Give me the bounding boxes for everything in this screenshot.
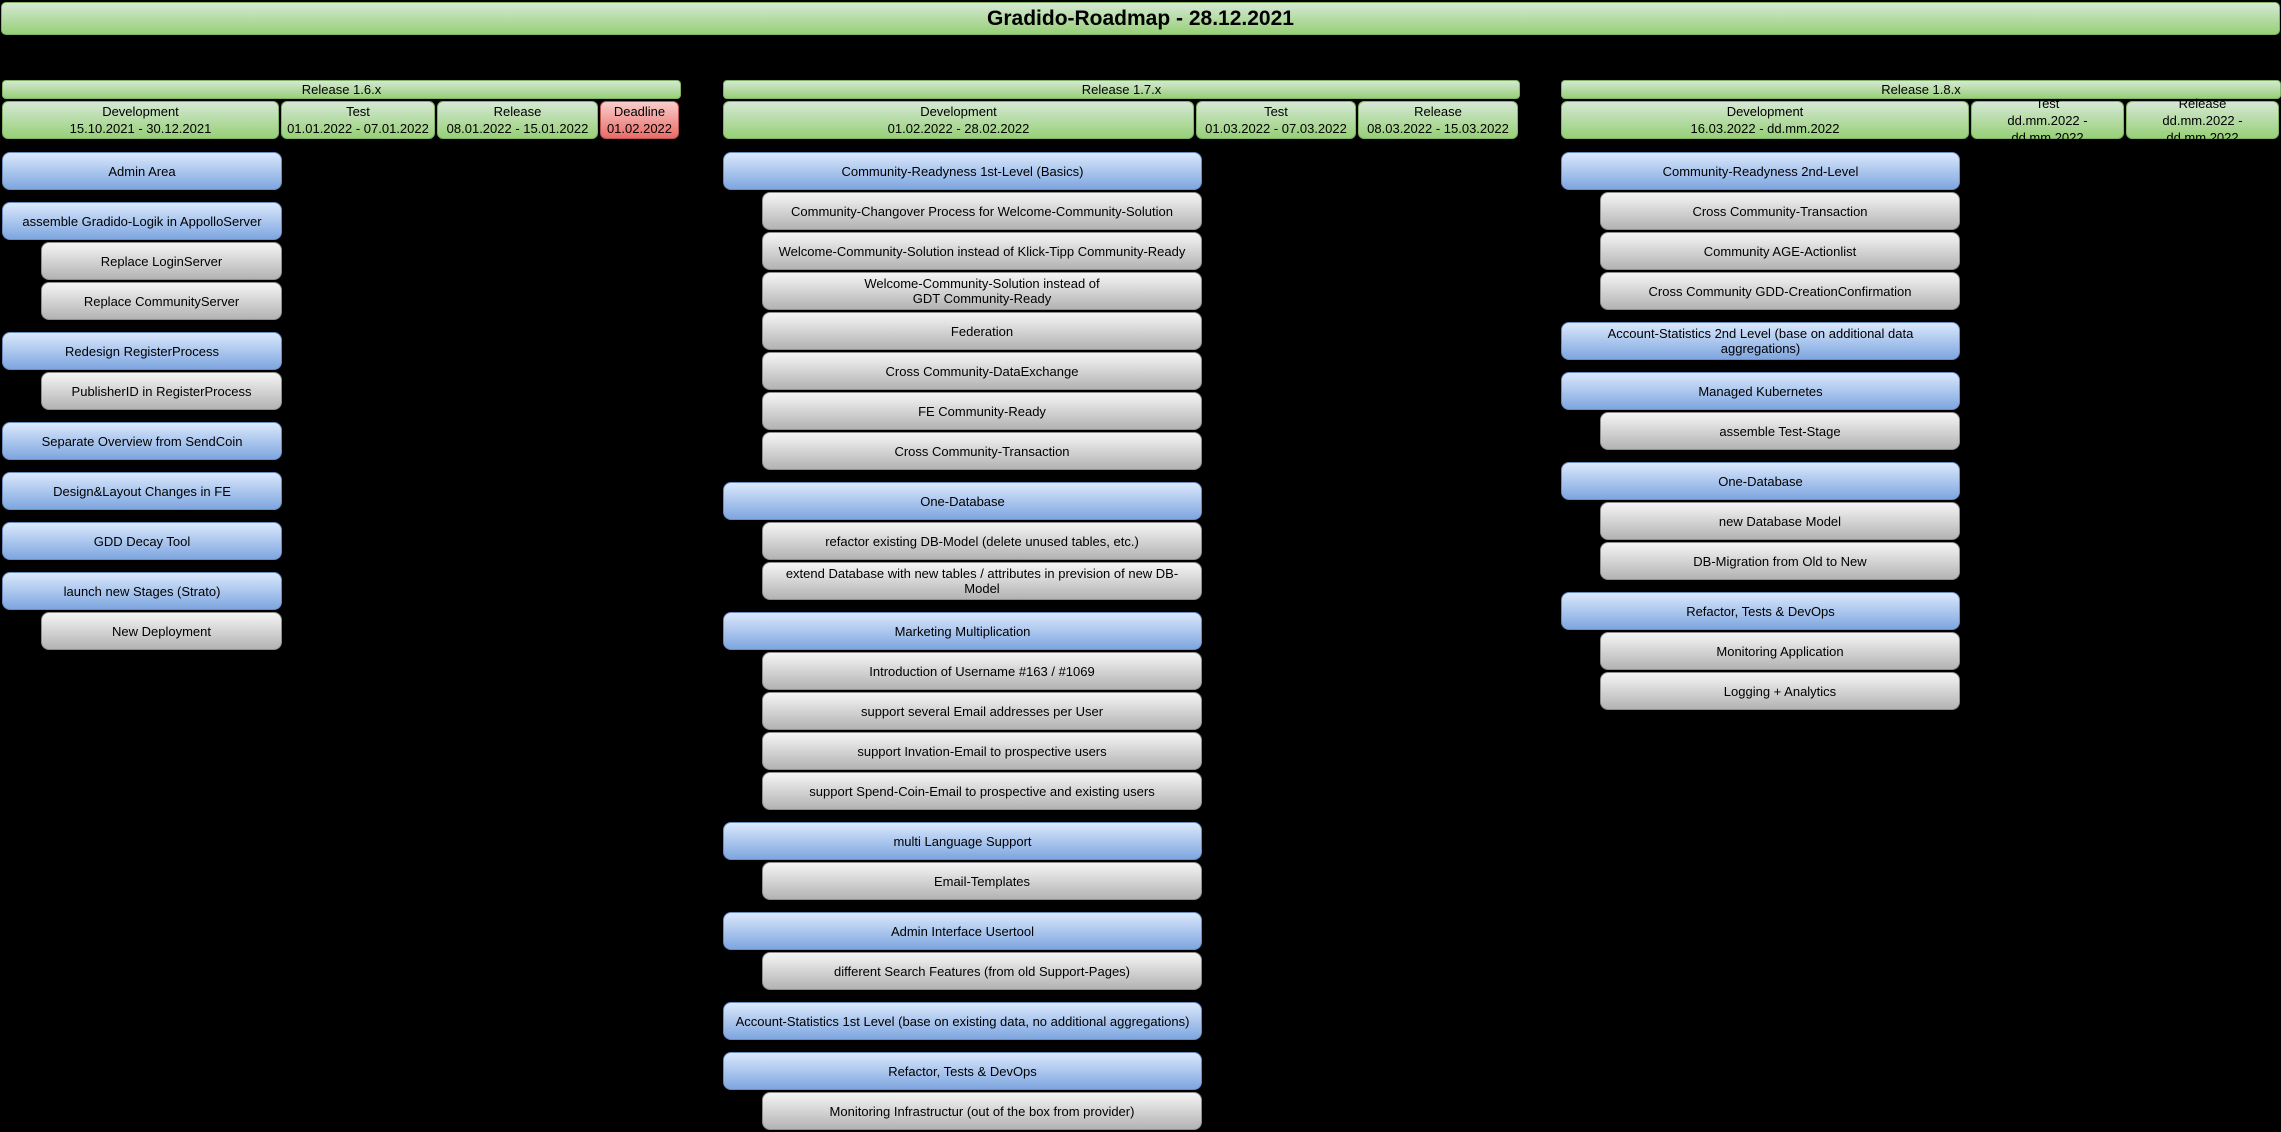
phase-name: Release xyxy=(1414,104,1462,119)
task-group-bar: Community-Readyness 2nd-Level xyxy=(1561,152,1960,190)
task-group-bar: Refactor, Tests & DevOps xyxy=(723,1052,1202,1090)
phase-name: Deadline xyxy=(613,104,666,119)
task-list: Community-Readyness 1st-Level (Basics)Co… xyxy=(723,152,1202,1130)
task-bar: new Database Model xyxy=(1600,502,1960,540)
phase-dates: dd.mm.2022 - dd.mm.2022 xyxy=(2162,112,2243,145)
task-group-bar: Marketing Multiplication xyxy=(723,612,1202,650)
task-group-bar: Admin Interface Usertool xyxy=(723,912,1202,950)
task-bar: Replace LoginServer xyxy=(41,242,282,280)
task-bar: Cross Community-DataExchange xyxy=(762,352,1202,390)
task-bar: Community-Changover Process for Welcome-… xyxy=(762,192,1202,230)
task-group-bar: Design&Layout Changes in FE xyxy=(2,472,282,510)
task-bar: refactor existing DB-Model (delete unuse… xyxy=(762,522,1202,560)
phase-row: Development 15.10.2021 - 30.12.2021 Test 01… xyxy=(2,101,681,139)
phase-name: Release xyxy=(2178,95,2227,111)
task-group-bar: Refactor, Tests & DevOps xyxy=(1561,592,1960,630)
phase-release: Release 08.01.2022 - 15.01.2022 xyxy=(437,101,598,139)
phase-dates: 01.01.2022 - 07.01.2022 xyxy=(287,121,429,136)
task-bar: different Search Features (from old Supp… xyxy=(762,952,1202,990)
task-bar: DB-Migration from Old to New xyxy=(1600,542,1960,580)
task-bar: FE Community-Ready xyxy=(762,392,1202,430)
phase-deadline: Deadline 01.02.2022 xyxy=(600,101,679,139)
phase-dates: 16.03.2022 - dd.mm.2022 xyxy=(1690,121,1840,136)
task-group-bar: Account-Statistics 2nd Level (base on ad… xyxy=(1561,322,1960,360)
phase-dates: 01.03.2022 - 07.03.2022 xyxy=(1205,121,1347,136)
task-bar: Cross Community GDD-CreationConfirmation xyxy=(1600,272,1960,310)
task-group-bar: launch new Stages (Strato) xyxy=(2,572,282,610)
phase-dates: 01.02.2022 xyxy=(606,121,673,136)
phase-dates: 08.03.2022 - 15.03.2022 xyxy=(1367,121,1509,136)
phase-development: Development 16.03.2022 - dd.mm.2022 xyxy=(1561,101,1969,139)
phase-test: Test 01.03.2022 - 07.03.2022 xyxy=(1196,101,1356,139)
phase-name: Development xyxy=(102,104,179,119)
phase-dates: 15.10.2021 - 30.12.2021 xyxy=(69,121,212,136)
phase-name: Development xyxy=(1726,104,1804,119)
task-bar: support several Email addresses per User xyxy=(762,692,1202,730)
page-title-text: Gradido-Roadmap - 28.12.2021 xyxy=(987,6,1294,30)
release-header: Release 1.8.x xyxy=(1561,80,2281,99)
task-bar: Email-Templates xyxy=(762,862,1202,900)
task-bar: support Spend-Coin-Email to prospective … xyxy=(762,772,1202,810)
task-bar: Federation xyxy=(762,312,1202,350)
task-bar: PublisherID in RegisterProcess xyxy=(41,372,282,410)
phase-dates: 01.02.2022 - 28.02.2022 xyxy=(887,121,1030,136)
task-group-bar: Community-Readyness 1st-Level (Basics) xyxy=(723,152,1202,190)
task-bar: Cross Community-Transaction xyxy=(1600,192,1960,230)
task-group-bar: multi Language Support xyxy=(723,822,1202,860)
phase-release: Release 08.03.2022 - 15.03.2022 xyxy=(1358,101,1518,139)
phase-name: Development xyxy=(920,104,997,119)
phase-dates: dd.mm.2022 - dd.mm.2022 xyxy=(2007,112,2088,145)
release-header: Release 1.7.x xyxy=(723,80,1520,99)
phase-development: Development 15.10.2021 - 30.12.2021 xyxy=(2,101,279,139)
task-bar: support Invation-Email to prospective us… xyxy=(762,732,1202,770)
task-bar: Replace CommunityServer xyxy=(41,282,282,320)
phase-name: Release xyxy=(493,104,542,119)
phase-name: Test xyxy=(2035,95,2060,111)
task-group-bar: Separate Overview from SendCoin xyxy=(2,422,282,460)
task-group-bar: assemble Gradido-Logik in AppolloServer xyxy=(2,202,282,240)
page-title: Gradido-Roadmap - 28.12.2021 xyxy=(1,2,2280,35)
phase-row: Development 01.02.2022 - 28.02.2022 Test 01… xyxy=(723,101,1520,139)
task-bar: Cross Community-Transaction xyxy=(762,432,1202,470)
task-bar: Welcome-Community-Solution instead of Kl… xyxy=(762,232,1202,270)
task-bar: Introduction of Username #163 / #1069 xyxy=(762,652,1202,690)
task-group-bar: Redesign RegisterProcess xyxy=(2,332,282,370)
task-group-bar: One-Database xyxy=(1561,462,1960,500)
task-group-bar: Managed Kubernetes xyxy=(1561,372,1960,410)
release-header: Release 1.6.x xyxy=(2,80,681,99)
task-list: Admin Area assemble Gradido-Logik in Appo… xyxy=(2,152,282,650)
task-bar: Community AGE-Actionlist xyxy=(1600,232,1960,270)
phase-dates: 08.01.2022 - 15.01.2022 xyxy=(446,121,589,136)
task-bar: Monitoring Infrastructur (out of the box… xyxy=(762,1092,1202,1130)
task-bar: Welcome-Community-Solution instead of GD… xyxy=(762,272,1202,310)
task-group-bar: GDD Decay Tool xyxy=(2,522,282,560)
phase-test: Test 01.01.2022 - 07.01.2022 xyxy=(281,101,435,139)
task-bar: Monitoring Application xyxy=(1600,632,1960,670)
task-bar: assemble Test-Stage xyxy=(1600,412,1960,450)
phase-development: Development 01.02.2022 - 28.02.2022 xyxy=(723,101,1194,139)
task-group-bar: One-Database xyxy=(723,482,1202,520)
task-group-bar: Admin Area xyxy=(2,152,282,190)
task-bar: New Deployment xyxy=(41,612,282,650)
task-bar: extend Database with new tables / attrib… xyxy=(762,562,1202,600)
phase-name: Test xyxy=(346,104,370,119)
task-bar: Logging + Analytics xyxy=(1600,672,1960,710)
phase-name: Test xyxy=(1264,104,1288,119)
task-group-bar: Account-Statistics 1st Level (base on ex… xyxy=(723,1002,1202,1040)
